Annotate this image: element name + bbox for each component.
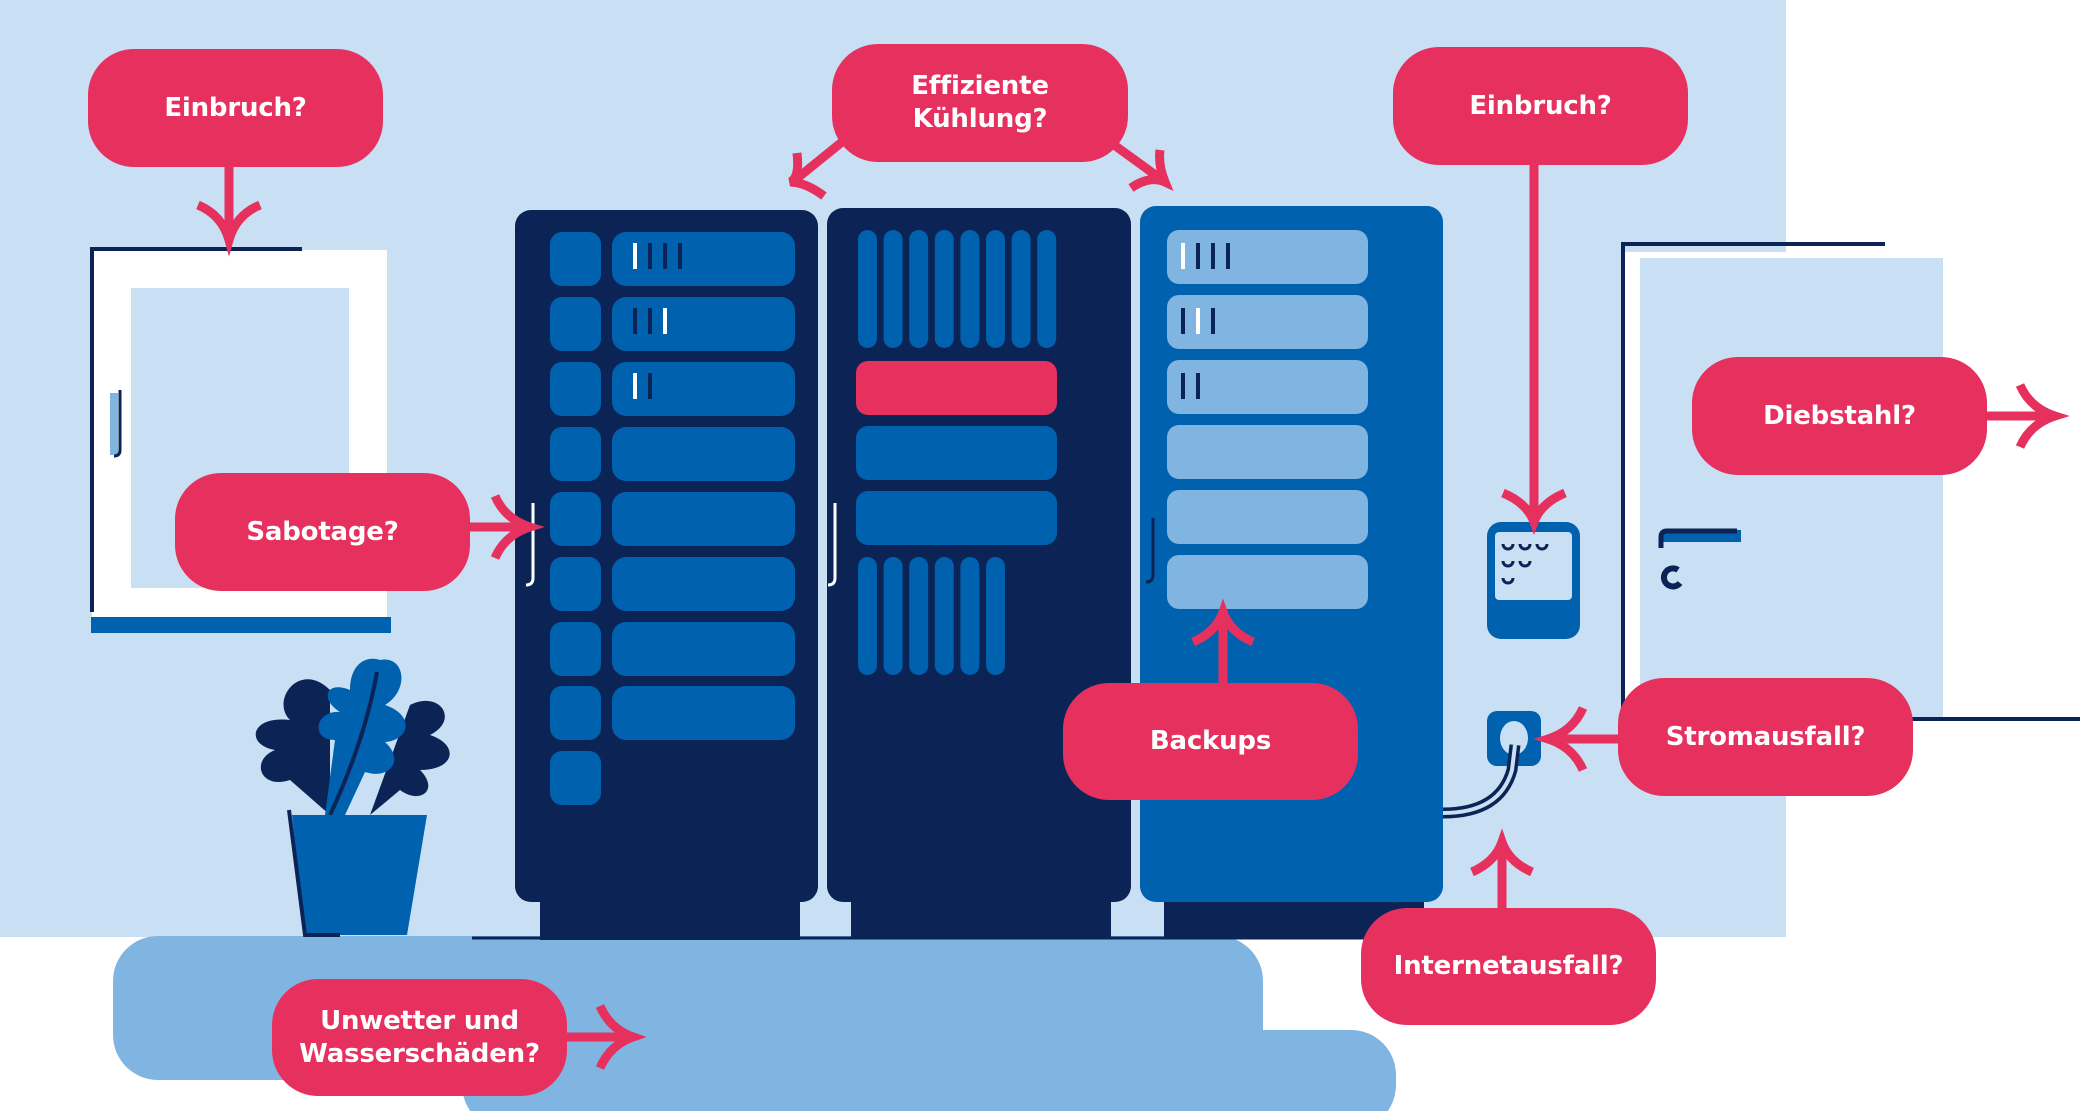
rack-right	[1140, 206, 1443, 902]
power-outlet	[1487, 711, 1541, 766]
rack-left	[515, 210, 818, 902]
arrows	[196, 138, 2070, 1070]
label-text: Einbruch?	[1469, 90, 1612, 121]
activity-mark	[1181, 308, 1185, 334]
keypad	[1487, 522, 1580, 639]
label-sabotage: Sabotage?	[175, 473, 470, 591]
label-text: Sabotage?	[246, 516, 399, 547]
server-bay	[612, 686, 795, 740]
activity-mark	[648, 373, 652, 399]
drive-slot	[550, 362, 601, 416]
activity-mark	[1196, 243, 1200, 269]
drive-slot	[550, 427, 601, 481]
server-bay	[612, 557, 795, 611]
vent-slot	[909, 230, 929, 348]
arrow-kuehlung-left	[787, 138, 845, 200]
drive-slot	[550, 622, 601, 676]
rack-center	[827, 208, 1131, 902]
server-bay	[612, 297, 795, 351]
arrow-unwetter	[565, 1004, 647, 1070]
activity-mark	[648, 308, 652, 334]
label-einbruch-keypad: Einbruch?	[1393, 47, 1688, 165]
activity-mark	[663, 308, 667, 334]
label-internetausfall: Internetausfall?	[1361, 908, 1656, 1025]
drive-slot	[550, 557, 601, 611]
arrow-diebstahl	[1987, 383, 2070, 449]
server-bay	[1167, 295, 1368, 349]
server-bay	[612, 232, 795, 286]
arrow-einbruch-keypad	[1501, 164, 1567, 536]
drive-slot	[550, 751, 601, 805]
activity-mark	[633, 243, 637, 269]
vent-slot	[858, 557, 877, 675]
activity-mark	[678, 243, 682, 269]
label-einbruch-window: Einbruch?	[88, 49, 383, 167]
activity-mark	[1196, 373, 1200, 399]
drive-slot	[550, 232, 601, 286]
server-bay	[1167, 425, 1368, 479]
label-text: Einbruch?	[164, 92, 307, 123]
server-bay	[1167, 490, 1368, 544]
activity-mark	[1181, 373, 1185, 399]
label-unwetter: Unwetter und Wasserschäden?	[272, 979, 567, 1096]
activity-mark	[1226, 243, 1230, 269]
arrow-einbruch-window	[196, 165, 262, 257]
vent-slot	[986, 557, 1005, 675]
activity-mark	[1211, 243, 1215, 269]
server-bay	[1167, 360, 1368, 414]
door	[1621, 242, 2080, 722]
vent-slot	[1037, 230, 1057, 348]
arrow-sabotage	[468, 494, 545, 560]
label-stromausfall: Stromausfall?	[1618, 678, 1913, 796]
server-bay	[612, 427, 795, 481]
vent-slot	[960, 230, 980, 348]
label-text: Backups	[1149, 726, 1272, 756]
potted-plant	[255, 658, 450, 937]
label-text: Stromausfall?	[1665, 721, 1866, 752]
server-bay	[612, 492, 795, 546]
server-bay	[1167, 230, 1368, 284]
label-backups: Backups	[1063, 683, 1358, 800]
rack-feet	[540, 900, 1424, 940]
vent-slot	[986, 230, 1005, 348]
label-text: Effiziente Kühlung?	[911, 71, 1049, 134]
activity-mark	[1181, 243, 1185, 269]
drive-slot	[550, 297, 601, 351]
vent-slot	[960, 557, 980, 675]
server-bay	[612, 622, 795, 676]
vent-slot	[909, 557, 929, 675]
server-bay	[856, 426, 1057, 480]
network-cable	[1442, 744, 1521, 819]
vent-slot	[1011, 230, 1031, 348]
activity-mark	[1211, 308, 1215, 334]
label-diebstahl: Diebstahl?	[1692, 357, 1987, 475]
vent-slot	[858, 230, 877, 348]
arrow-backups	[1191, 598, 1255, 683]
vent-slot	[934, 230, 954, 348]
label-effiziente-kuehlung: Effiziente Kühlung?	[832, 44, 1128, 162]
activity-mark	[633, 308, 637, 334]
vent-slot	[934, 557, 954, 675]
activity-mark	[648, 243, 652, 269]
vent-slot	[883, 557, 903, 675]
arrow-internetausfall	[1470, 828, 1534, 908]
label-text: Unwetter und Wasserschäden?	[299, 1005, 540, 1069]
server-bay	[612, 362, 795, 416]
label-text: Internetausfall?	[1393, 951, 1624, 981]
activity-mark	[633, 373, 637, 399]
server-bay	[856, 491, 1057, 545]
alert-bay	[856, 361, 1057, 415]
activity-mark	[1196, 308, 1200, 334]
arrow-kuehlung-right	[1107, 138, 1174, 192]
arrow-stromausfall	[1533, 706, 1618, 772]
drive-slot	[550, 686, 601, 740]
activity-mark	[663, 243, 667, 269]
label-text: Diebstahl?	[1763, 400, 1916, 431]
vent-slot	[883, 230, 903, 348]
drive-slot	[550, 492, 601, 546]
server-bay	[1167, 555, 1368, 609]
